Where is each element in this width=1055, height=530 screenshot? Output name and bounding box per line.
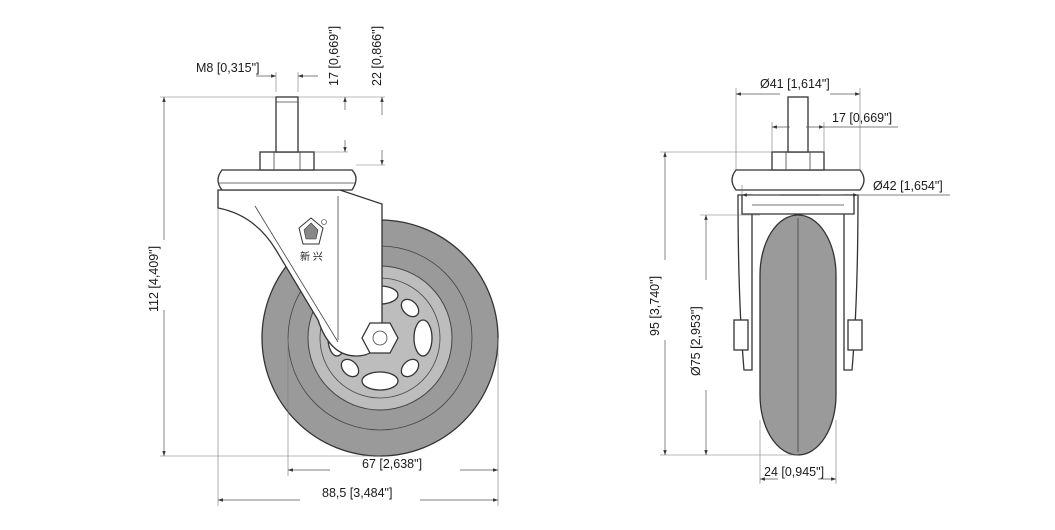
- dim-front-height: 95 [3,740"]: [648, 276, 662, 336]
- front-yoke: [741, 194, 855, 215]
- brand-logo-icon: [298, 217, 327, 245]
- dim-stem-thread: M8 [0,315"]: [196, 61, 260, 75]
- dim-wheel-diameter: Ø75 [2,953"]: [689, 306, 703, 376]
- front-swivel-body: [731, 169, 865, 191]
- dim-total-height: 112 [4,409"]: [147, 246, 161, 312]
- dim-overall-length: 88,5 [3,484"]: [322, 486, 392, 500]
- front-threaded-stem: [787, 96, 809, 153]
- front-axle-cap-left: [733, 319, 749, 351]
- side-swivel-body: [217, 169, 357, 191]
- brand-logo-text: 新 兴: [300, 250, 323, 263]
- dim-stem-length: 17 [0,669"]: [327, 26, 341, 86]
- side-view: 新 兴 M8 [0,315"] 17 [0,669"] 22 [0,866"] …: [147, 26, 499, 506]
- dim-plate-diameter: Ø41 [1,614"]: [760, 77, 830, 91]
- dim-wheel-span: 67 [2,638"]: [362, 457, 422, 471]
- side-hex-nut: [259, 151, 315, 171]
- dim-body-diameter: Ø42 [1,654"]: [873, 179, 943, 193]
- side-fork-edge: [254, 196, 339, 343]
- front-view: Ø41 [1,614"] 17 [0,669"] Ø42 [1,654"] 95…: [648, 77, 950, 484]
- front-axle-cap-right: [847, 319, 863, 351]
- front-hex-nut: [771, 151, 825, 171]
- dim-wheel-width: 24 [0,945"]: [764, 465, 824, 479]
- dim-nut-width: 17 [0,669"]: [832, 111, 892, 125]
- side-axle-bolt: [361, 322, 399, 354]
- dim-stem-to-plate: 22 [0,866"]: [370, 26, 384, 86]
- side-threaded-stem: [275, 96, 299, 153]
